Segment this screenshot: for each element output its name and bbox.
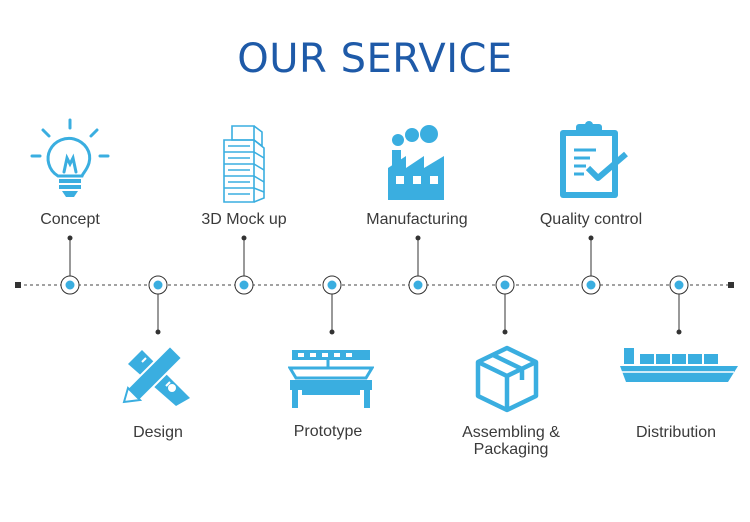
- timeline-node: [234, 275, 254, 295]
- clipboard-check-icon: [560, 121, 628, 198]
- factory-icon: [388, 125, 444, 200]
- timeline-node: [322, 275, 342, 295]
- cargo-ship-icon: [620, 348, 738, 382]
- display-shelf-icon: [223, 125, 265, 203]
- timeline-node: [495, 275, 515, 295]
- step-label-assembling-packaging: Assembling & Packaging: [462, 424, 560, 458]
- step-label-prototype: Prototype: [293, 423, 363, 440]
- box-icon: [475, 345, 539, 413]
- step-label-manufacturing: Manufacturing: [366, 211, 468, 228]
- step-label-quality-control: Quality control: [539, 211, 643, 228]
- timeline-node: [148, 275, 168, 295]
- step-label-design: Design: [133, 424, 183, 441]
- timeline-node: [60, 275, 80, 295]
- lightbulb-icon: [30, 118, 110, 197]
- cutting-machine-icon: [288, 350, 374, 408]
- pencil-ruler-icon: [122, 344, 190, 406]
- timeline-node: [669, 275, 689, 295]
- timeline-node: [408, 275, 428, 295]
- page-title: OUR SERVICE: [237, 36, 513, 82]
- step-label-3d-mock-up: 3D Mock up: [201, 211, 287, 228]
- timeline-node: [581, 275, 601, 295]
- step-label-distribution: Distribution: [635, 424, 717, 441]
- step-label-concept: Concept: [40, 211, 100, 228]
